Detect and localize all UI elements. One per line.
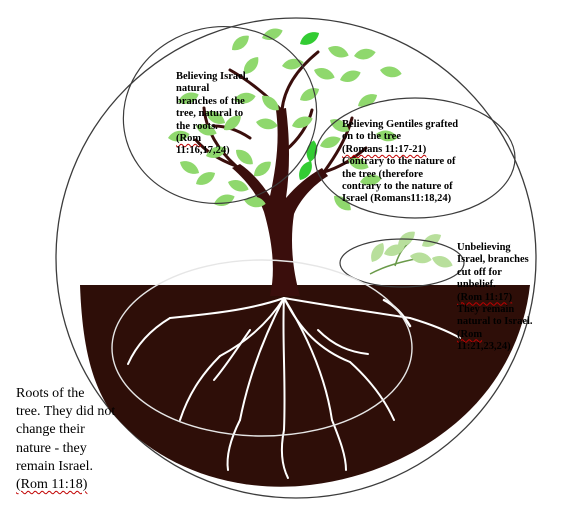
leaf [360, 174, 382, 186]
leaf [180, 161, 200, 174]
leaf [224, 115, 241, 131]
leaf [243, 57, 259, 74]
leaf [300, 32, 320, 45]
leaf [340, 70, 361, 82]
leaf [262, 28, 283, 40]
leaf [320, 136, 341, 148]
label-unbelieving-israel: Unbelieving Israel, branches cut off for… [457, 242, 533, 352]
leaf [254, 161, 271, 177]
leaf [282, 58, 304, 70]
leaf [196, 124, 217, 136]
leaf [262, 95, 279, 111]
cut-off-leaf [384, 244, 405, 256]
leaf [206, 111, 226, 124]
leaf [256, 118, 278, 130]
leaf [354, 48, 376, 60]
leaf [299, 160, 312, 180]
label-believing-gentiles: Believing Gentiles grafted on to the tre… [342, 119, 459, 205]
leaf [376, 130, 398, 142]
leaf [196, 172, 216, 185]
cut-off-leaf [371, 242, 384, 262]
leaf [314, 68, 335, 80]
leaf [300, 88, 320, 101]
leaf [380, 66, 402, 78]
leaf [206, 146, 227, 158]
leaf [178, 92, 199, 104]
ellipse-unbelieving-israel [339, 238, 465, 288]
tree-trunk [232, 108, 328, 296]
ellipse-believing-gentiles [314, 97, 516, 219]
leaf [234, 92, 256, 104]
leaf [292, 116, 313, 128]
ellipse-roots [111, 259, 413, 437]
label-believing-israel: Believing Israel, natural branches of th… [176, 71, 249, 157]
leaf [236, 149, 253, 165]
outer-circle [55, 17, 537, 499]
leaf [334, 195, 351, 211]
leaf [244, 196, 266, 208]
cut-off-leaves [371, 231, 453, 268]
cut-off-leaf [432, 256, 453, 268]
leaf [228, 180, 249, 192]
leaf [348, 158, 369, 170]
soil-band [80, 285, 530, 487]
cut-off-leaf [410, 252, 432, 264]
label-roots: Roots of the tree. They did not change t… [16, 386, 116, 492]
leaf [214, 194, 235, 206]
leaf [168, 130, 190, 142]
ellipse-believing-israel [122, 25, 318, 205]
cut-off-leaf [422, 234, 442, 247]
leaf [358, 94, 378, 107]
leaves [168, 28, 402, 211]
leaf [328, 46, 349, 58]
leaf [232, 35, 249, 51]
